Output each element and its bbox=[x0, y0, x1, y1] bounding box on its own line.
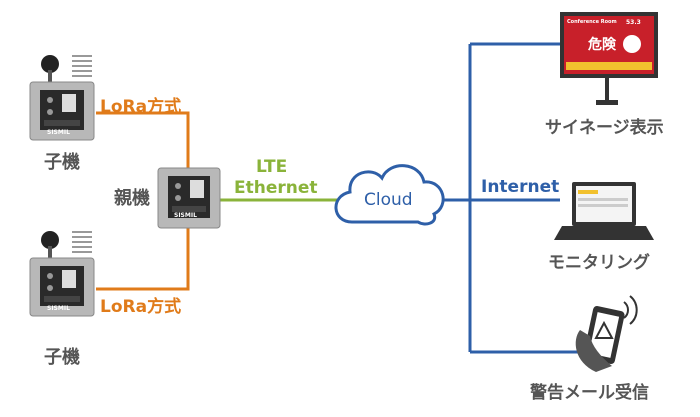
signage-label: サイネージ表示 bbox=[545, 118, 664, 138]
alert-mail-label: 警告メール受信 bbox=[530, 383, 649, 403]
lora-top-label: LoRa方式 bbox=[100, 97, 182, 117]
child-top-label: 子機 bbox=[44, 152, 80, 173]
signage-room-text: Conference Room bbox=[567, 19, 617, 25]
child-bottom-label: 子機 bbox=[44, 347, 80, 368]
child-bottom-brand: SISMIL bbox=[47, 305, 70, 312]
parent-device bbox=[157, 167, 221, 229]
signage-value-text: 53.3 bbox=[626, 19, 641, 26]
signage-status-text: 危険 bbox=[588, 37, 616, 53]
lte-label: LTE bbox=[256, 157, 288, 177]
signage-display bbox=[560, 12, 658, 105]
lora-link-bottom bbox=[96, 228, 190, 291]
monitoring-label: モニタリング bbox=[548, 253, 650, 273]
laptop-icon bbox=[554, 182, 654, 240]
child-top-brand: SISMIL bbox=[47, 129, 70, 136]
internet-label: Internet bbox=[481, 177, 560, 197]
parent-label: 親機 bbox=[114, 188, 150, 209]
child-device-bottom bbox=[29, 231, 95, 317]
ethernet-label: Ethernet bbox=[234, 178, 318, 198]
parent-brand: SISMIL bbox=[174, 212, 197, 219]
lora-link-top bbox=[96, 111, 190, 170]
child-device-top bbox=[29, 55, 95, 141]
smartphone-alert-icon bbox=[575, 295, 638, 372]
lora-bottom-label: LoRa方式 bbox=[100, 297, 182, 317]
cloud-label: Cloud bbox=[364, 190, 413, 210]
cloud-shape bbox=[334, 164, 445, 226]
